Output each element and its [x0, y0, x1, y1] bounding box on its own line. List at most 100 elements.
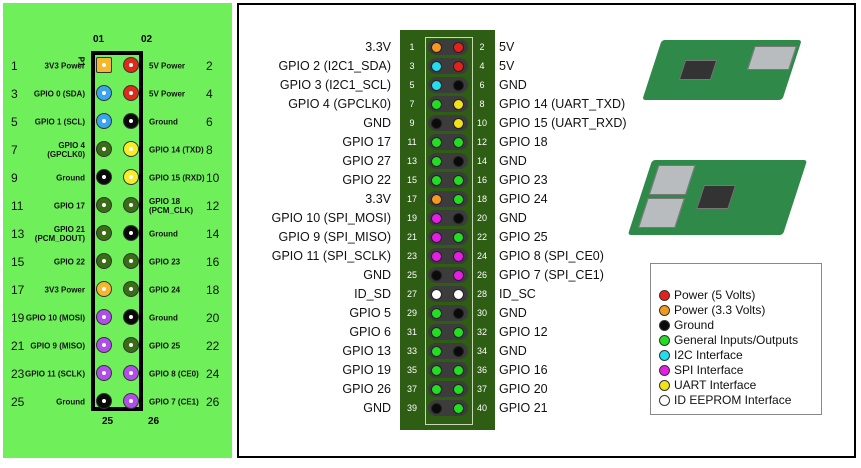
pin-label: GPIO 2 (I2C1_SDA) — [278, 59, 391, 73]
pin-number: 24 — [476, 251, 487, 261]
legend-item: ID EEPROM Interface — [659, 393, 791, 408]
pin-number: 22 — [206, 339, 220, 353]
pin-number: 5 — [409, 80, 415, 90]
pin-number: 21 — [11, 339, 25, 353]
pin-label: GPIO 15 (UART_RXD) — [499, 116, 627, 130]
pin-gpio — [431, 308, 442, 319]
pin-number: 24 — [206, 367, 220, 381]
pin-eeprom — [431, 289, 442, 300]
pin-number: 7 — [11, 143, 18, 157]
pin-power5 — [453, 42, 464, 53]
pin-left_gpio — [123, 197, 139, 213]
pin-label: GPIO 27 — [342, 154, 391, 168]
pin-uart — [453, 118, 464, 129]
pin-label: GPIO 24 — [149, 285, 181, 295]
pin-label: Ground — [56, 397, 85, 407]
pin-number: 23 — [406, 251, 417, 261]
pin-label: 3.3V — [365, 192, 391, 206]
pin-label: GND — [499, 306, 527, 320]
legend-swatch-power3 — [659, 305, 670, 316]
pin-number: 14 — [476, 156, 487, 166]
pin-label: GPIO 17 — [342, 135, 391, 149]
column-label: 02 — [141, 34, 153, 45]
column-label: 26 — [148, 416, 160, 427]
pin-number: 12 — [206, 199, 220, 213]
legend-swatch-gpio — [659, 335, 670, 346]
pin-label: GPIO 23 — [149, 257, 181, 267]
pin-left_purple — [123, 365, 139, 381]
legend-label: I2C Interface — [674, 348, 743, 362]
pin-number: 20 — [476, 213, 487, 223]
pin-ground — [453, 346, 464, 357]
pin-number: 11 — [407, 137, 417, 147]
pin-gpio — [453, 175, 464, 186]
pin-label: GPIO 10 (SPI_MOSI) — [271, 211, 391, 225]
pin-label: GPIO 7 (CE1) — [149, 397, 199, 407]
legend-label: Power (5 Volts) — [674, 288, 756, 302]
pin-gpio — [431, 327, 442, 338]
pin-number: 36 — [476, 365, 487, 375]
legend-item: UART Interface — [659, 378, 756, 393]
pin-label: GPIO 3 (I2C1_SCL) — [279, 78, 391, 92]
pin-label: GPIO 21 (PCM_DOUT) — [34, 225, 85, 243]
pin-spi — [431, 232, 442, 243]
legend-swatch-eeprom — [659, 395, 670, 406]
pin-number: 19 — [11, 311, 25, 325]
pin-label: GPIO 16 — [499, 363, 548, 377]
pin-number: 6 — [206, 115, 213, 129]
pin-number: 1 — [409, 42, 415, 52]
pin-label: GND — [363, 268, 391, 282]
legend-item: Power (5 Volts) — [659, 288, 755, 303]
pin-number: 22 — [476, 232, 487, 242]
pin-label: GND — [363, 401, 391, 415]
pin-number: 9 — [11, 171, 18, 185]
pin-left_purple — [123, 393, 139, 409]
legend-label: ID EEPROM Interface — [674, 393, 792, 407]
pin-label: GPIO 14 (TXD) — [149, 145, 204, 155]
pin-gpio — [453, 403, 464, 414]
pin-number: 4 — [479, 61, 485, 71]
pin-label: GPIO 7 (SPI_CE1) — [499, 268, 604, 282]
pin-gpio — [453, 327, 464, 338]
pin-label: GPIO 14 (UART_TXD) — [499, 97, 626, 111]
pin-label: GPIO 9 (MISO) — [30, 341, 85, 351]
pin-ground — [123, 225, 139, 241]
pin-left_yellow — [123, 141, 139, 157]
pin-gpio — [453, 194, 464, 205]
pin-number: 25 — [11, 395, 25, 409]
legend-swatch-i2c — [659, 350, 670, 361]
column-label: 25 — [102, 416, 114, 427]
pin-number: 32 — [476, 327, 487, 337]
pin-label: GND — [499, 154, 527, 168]
pin-number: 39 — [406, 403, 417, 413]
pin-left_gpio — [96, 197, 112, 213]
pin-label: Ground — [149, 313, 178, 323]
pin-gpio — [431, 156, 442, 167]
pin-label: GPIO 11 (SCLK) — [24, 369, 85, 379]
pin-number: 1 — [11, 59, 18, 73]
pin-number: 16 — [476, 175, 487, 185]
pin-label: GPIO 22 — [53, 257, 85, 267]
pin-number: 30 — [476, 308, 487, 318]
pin-label: GPIO 10 (MOSI) — [25, 313, 85, 323]
pin-number: 20 — [206, 311, 220, 325]
pin-label: 3V3 Power — [44, 61, 85, 71]
pin-ground — [453, 213, 464, 224]
pin-number: 13 — [11, 227, 25, 241]
pin-ground — [431, 270, 442, 281]
pin-number: 19 — [406, 213, 417, 223]
pin-number: 3 — [11, 87, 18, 101]
